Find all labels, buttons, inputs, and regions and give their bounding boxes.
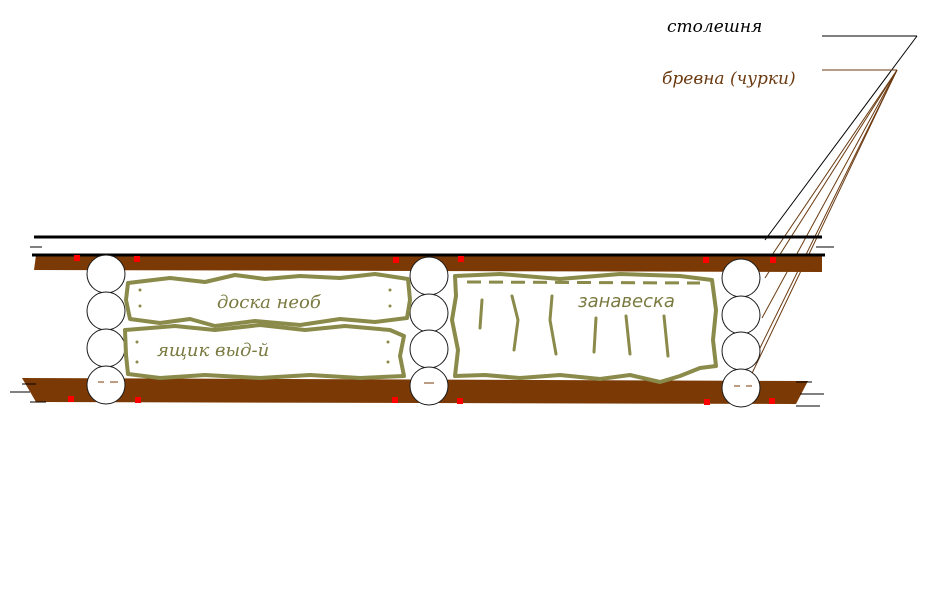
pin-marker	[134, 256, 140, 262]
logs-leader-5	[744, 69, 898, 389]
nail-dot	[138, 288, 142, 292]
pin-marker	[392, 397, 398, 403]
curtain-fold	[510, 294, 520, 352]
log-circle	[409, 293, 449, 333]
nail-dot	[135, 340, 139, 344]
nail-dot	[138, 304, 142, 308]
log-circle	[86, 328, 126, 368]
drawer-dots	[135, 340, 390, 364]
logs-leader-3	[761, 69, 898, 319]
nail-dot	[386, 340, 390, 344]
label-curtain: занавеска	[578, 291, 675, 312]
log-circle	[721, 368, 761, 408]
leader-lines	[744, 35, 918, 389]
pin-marker	[703, 257, 709, 263]
pin-marker	[770, 257, 776, 263]
logs-leader-2	[764, 69, 898, 279]
pin-marker	[74, 255, 80, 261]
nail-dot	[135, 360, 139, 364]
log-circle	[409, 256, 449, 296]
logs-leader-4	[757, 69, 898, 353]
nail-dot	[386, 360, 390, 364]
log-column-left	[86, 254, 126, 405]
log-circle	[86, 291, 126, 331]
log-circle	[409, 366, 449, 406]
log-circle	[86, 365, 126, 405]
curtain-fold	[592, 316, 598, 354]
pin-marker	[68, 396, 74, 402]
pin-marker	[135, 397, 141, 403]
pin-marker	[393, 257, 399, 263]
label-board: доска необ	[217, 292, 322, 313]
curtain-fold	[662, 314, 670, 358]
tabletop-leader-diagonal	[764, 35, 918, 241]
pins	[68, 255, 776, 405]
pin-marker	[457, 398, 463, 404]
curtain-outline	[450, 272, 718, 384]
curtain-folds	[478, 294, 670, 358]
pin-marker	[769, 398, 775, 404]
curtain-fold	[478, 298, 484, 330]
pin-marker	[704, 399, 710, 405]
curtain-fold	[624, 314, 632, 356]
rough-board-outline	[124, 272, 412, 328]
log-circle	[721, 295, 761, 335]
rough-board-dots	[138, 288, 392, 308]
log-dash-marks	[98, 381, 752, 387]
log-circle	[86, 254, 126, 294]
logs-leader-1	[769, 69, 898, 259]
log-circle	[721, 331, 761, 371]
nail-dot	[388, 288, 392, 292]
nail-dot	[388, 304, 392, 308]
label-logs: бревна (чурки)	[662, 69, 796, 89]
drawer-outline	[123, 323, 406, 380]
tabletop	[30, 235, 834, 248]
curtain-rod-dashed	[466, 280, 701, 285]
log-column-middle	[409, 256, 449, 406]
log-circle	[409, 329, 449, 369]
log-column-right	[721, 258, 761, 408]
log-circle	[721, 258, 761, 298]
curtain-fold	[548, 294, 558, 356]
pin-marker	[458, 256, 464, 262]
label-tabletop: столешня	[667, 17, 762, 37]
label-drawer: ящик выд-й	[157, 340, 269, 361]
